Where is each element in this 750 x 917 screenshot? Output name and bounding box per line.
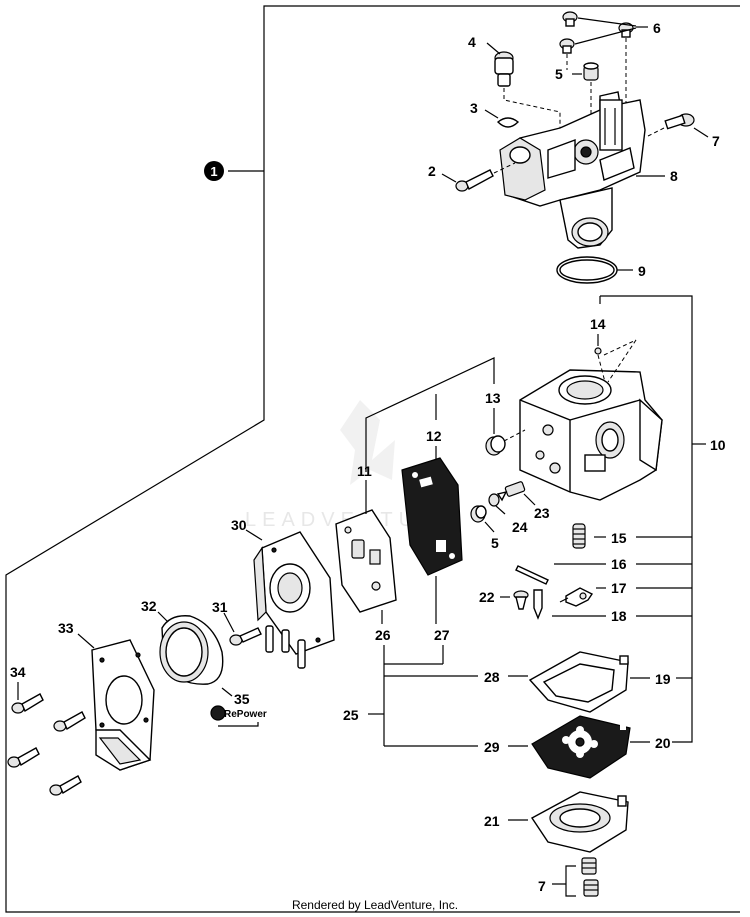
gasket-11 <box>335 509 397 613</box>
repower-logo: RePower <box>210 705 267 727</box>
callout-32[interactable]: 32 <box>141 598 157 614</box>
callout-19[interactable]: 19 <box>655 671 671 687</box>
callout-23[interactable]: 23 <box>534 505 550 521</box>
screw-22 <box>513 590 529 610</box>
screw-7-bottom-2 <box>583 879 599 897</box>
screw-34-2 <box>53 711 86 732</box>
callout-1[interactable]: 1 <box>210 164 217 179</box>
assembly-bracket-1 <box>5 5 740 913</box>
screw-34-4 <box>49 775 82 796</box>
washer-24 <box>488 493 500 507</box>
callout-21[interactable]: 21 <box>484 813 500 829</box>
callout-1-badge <box>204 161 224 181</box>
primer-bulb-32 <box>159 615 224 685</box>
spring-15 <box>572 523 586 549</box>
callout-8[interactable]: 8 <box>670 168 678 184</box>
callout-10[interactable]: 10 <box>710 437 726 453</box>
screw-2 <box>455 169 494 192</box>
callout-7-bottom[interactable]: 7 <box>538 878 546 894</box>
callout-16[interactable]: 16 <box>611 556 627 572</box>
screw-7-right <box>664 113 695 130</box>
screw-31 <box>229 627 262 646</box>
gasket-19 <box>528 651 629 713</box>
footer-credit: Rendered by LeadVenture, Inc. <box>291 898 459 912</box>
callout-20[interactable]: 20 <box>655 735 671 751</box>
inlet-needle-18 <box>533 589 543 620</box>
callout-17[interactable]: 17 <box>611 580 627 596</box>
lever-17 <box>559 587 594 607</box>
idle-knob-4 <box>494 51 514 87</box>
callout-13[interactable]: 13 <box>485 390 501 406</box>
callout-34[interactable]: 34 <box>10 664 26 680</box>
pump-cover-21 <box>530 791 629 853</box>
callout-29[interactable]: 29 <box>484 739 500 755</box>
callout-24[interactable]: 24 <box>512 519 528 535</box>
mounting-plate-33 <box>91 639 155 771</box>
callout-11[interactable]: 11 <box>357 463 372 479</box>
callout-28[interactable]: 28 <box>484 669 500 685</box>
diaphragm-20 <box>531 715 631 779</box>
repower-logo-text: RePower <box>224 709 267 720</box>
callout-26[interactable]: 26 <box>375 627 391 643</box>
fuel-pump-body-30 <box>253 531 335 669</box>
callout-22[interactable]: 22 <box>479 589 495 605</box>
screw-7-bottom-1 <box>581 857 597 875</box>
callout-18[interactable]: 18 <box>611 608 627 624</box>
callout-14[interactable]: 14 <box>590 316 606 332</box>
callout-9[interactable]: 9 <box>638 263 646 279</box>
callout-12[interactable]: 12 <box>426 428 442 444</box>
callout-30[interactable]: 30 <box>231 517 247 533</box>
callout-2[interactable]: 2 <box>428 163 436 179</box>
callout-15[interactable]: 15 <box>611 530 627 546</box>
callout-5-top[interactable]: 5 <box>555 66 563 82</box>
carburetor-body-10 <box>519 369 663 501</box>
pin-16 <box>515 565 549 585</box>
e-clip-3 <box>496 117 520 128</box>
screw-6-top <box>562 11 578 27</box>
spring-5-lower <box>470 505 487 523</box>
callout-35[interactable]: 35 <box>234 691 250 707</box>
callout-33[interactable]: 33 <box>58 620 74 636</box>
welch-plug-13 <box>485 435 506 456</box>
callout-3[interactable]: 3 <box>470 100 478 116</box>
callout-27[interactable]: 27 <box>434 627 450 643</box>
ball-14 <box>594 347 602 355</box>
callout-4[interactable]: 4 <box>468 34 476 50</box>
bracket-10 <box>599 295 693 743</box>
o-ring-9 <box>556 256 618 284</box>
screw-6-left <box>559 38 575 54</box>
callout-6[interactable]: 6 <box>653 20 661 36</box>
callout-31[interactable]: 31 <box>212 599 228 615</box>
screw-34-3 <box>7 747 40 768</box>
callout-7-right[interactable]: 7 <box>712 133 720 149</box>
throttle-body-8 <box>499 91 646 249</box>
callout-25[interactable]: 25 <box>343 707 359 723</box>
screw-34-1 <box>11 693 44 714</box>
screw-6-right <box>618 22 634 38</box>
needle-23 <box>496 481 526 502</box>
callout-5-lower[interactable]: 5 <box>491 535 499 551</box>
gasket-12 <box>401 457 463 576</box>
spring-5-top <box>583 62 599 81</box>
